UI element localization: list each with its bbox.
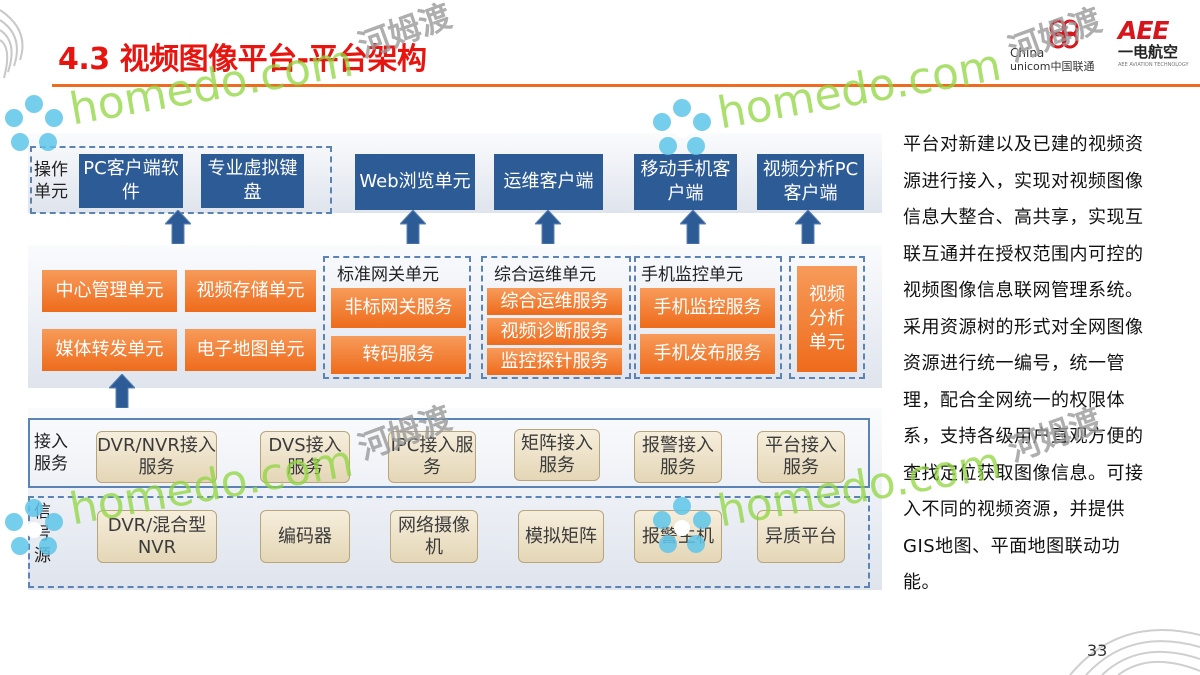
aee-logo: AEE 一电航空 AEE AVIATION TECHNOLOGY	[1118, 16, 1190, 74]
ops-service: 视频诊断服务	[487, 318, 622, 345]
access-service: 平台接入服务	[757, 431, 845, 483]
access-service: 报警接入服务	[634, 431, 722, 483]
access-service: DVR/NVR接入服务	[96, 431, 217, 483]
signal-source: 模拟矩阵	[518, 510, 604, 563]
platform-unit: 视频存储单元	[185, 270, 316, 312]
corner-decoration	[1069, 629, 1200, 675]
platform-description: 平台对新建以及已建的视频资源进行接入，实现对视频图像信息大整合、高共享，实现互联…	[903, 134, 1144, 593]
operation-box: 视频分析PC客户端	[757, 154, 864, 210]
mobile-service: 手机发布服务	[640, 334, 775, 374]
ops-service: 综合运维服务	[487, 288, 622, 315]
signal-source: 异质平台	[757, 510, 845, 563]
up-arrow-icon	[795, 210, 821, 244]
signal-source: 编码器	[260, 510, 350, 563]
watermark-text: homedo.com	[713, 39, 1006, 140]
corner-decoration	[0, 9, 24, 79]
signal-source: 报警主机	[634, 510, 722, 563]
operation-box: PC客户端软件	[79, 154, 183, 208]
mobile-service: 手机监控服务	[640, 288, 775, 328]
gateway-group-title: 标准网关单元	[337, 265, 439, 285]
source-group-border	[28, 496, 870, 588]
unicom-logo-line1: China	[1010, 46, 1045, 60]
gateway-service: 非标网关服务	[331, 288, 466, 328]
up-arrow-icon	[109, 374, 135, 408]
ops-group-title: 综合运维单元	[494, 265, 596, 285]
operation-box: Web浏览单元	[355, 154, 475, 210]
mobile-group-border	[634, 256, 782, 379]
aee-logo-en: AEE AVIATION TECHNOLOGY	[1118, 62, 1189, 68]
platform-unit: 中心管理单元	[42, 270, 177, 312]
access-service: IPC接入服务	[388, 431, 476, 483]
access-service: 矩阵接入服务	[514, 429, 600, 481]
page-number: 33	[1087, 641, 1108, 660]
analysis-unit: 视频分析单元	[797, 266, 857, 372]
aee-logo-cn: 一电航空	[1118, 43, 1179, 61]
up-arrow-icon	[535, 210, 561, 244]
gateway-service: 转码服务	[331, 336, 466, 374]
unicom-knot-icon	[1049, 19, 1079, 49]
title-divider	[52, 84, 1200, 87]
up-arrow-icon	[400, 210, 426, 244]
access-label: 接入服务	[34, 432, 68, 474]
unicom-logo: China unicom中国联通	[1006, 14, 1106, 73]
access-service: DVS接入服务	[260, 431, 350, 483]
platform-unit: 媒体转发单元	[42, 329, 177, 371]
unicom-logo-line2: unicom中国联通	[1010, 60, 1095, 73]
ops-service: 监控探针服务	[487, 348, 622, 375]
access-group-border	[28, 418, 870, 488]
up-arrow-icon	[680, 210, 706, 244]
ops-group-border	[481, 256, 631, 379]
operation-box: 运维客户端	[494, 154, 603, 210]
operation-label: 操作单元	[34, 160, 68, 202]
gateway-group-border	[323, 256, 471, 379]
page-title: 4.3 视频图像平台-平台架构	[58, 42, 427, 77]
source-label: 信号源	[34, 502, 51, 566]
aee-logo-mark: AEE	[1118, 16, 1170, 45]
analysis-group-border	[789, 256, 865, 379]
platform-unit: 电子地图单元	[185, 329, 316, 371]
mobile-group-title: 手机监控单元	[641, 265, 743, 285]
signal-source: DVR/混合型NVR	[97, 510, 217, 563]
signal-source: 网络摄像机	[390, 510, 478, 563]
operation-box: 专业虚拟键盘	[201, 154, 304, 208]
up-arrow-icon	[165, 210, 191, 244]
operation-box: 移动手机客户端	[634, 154, 737, 210]
